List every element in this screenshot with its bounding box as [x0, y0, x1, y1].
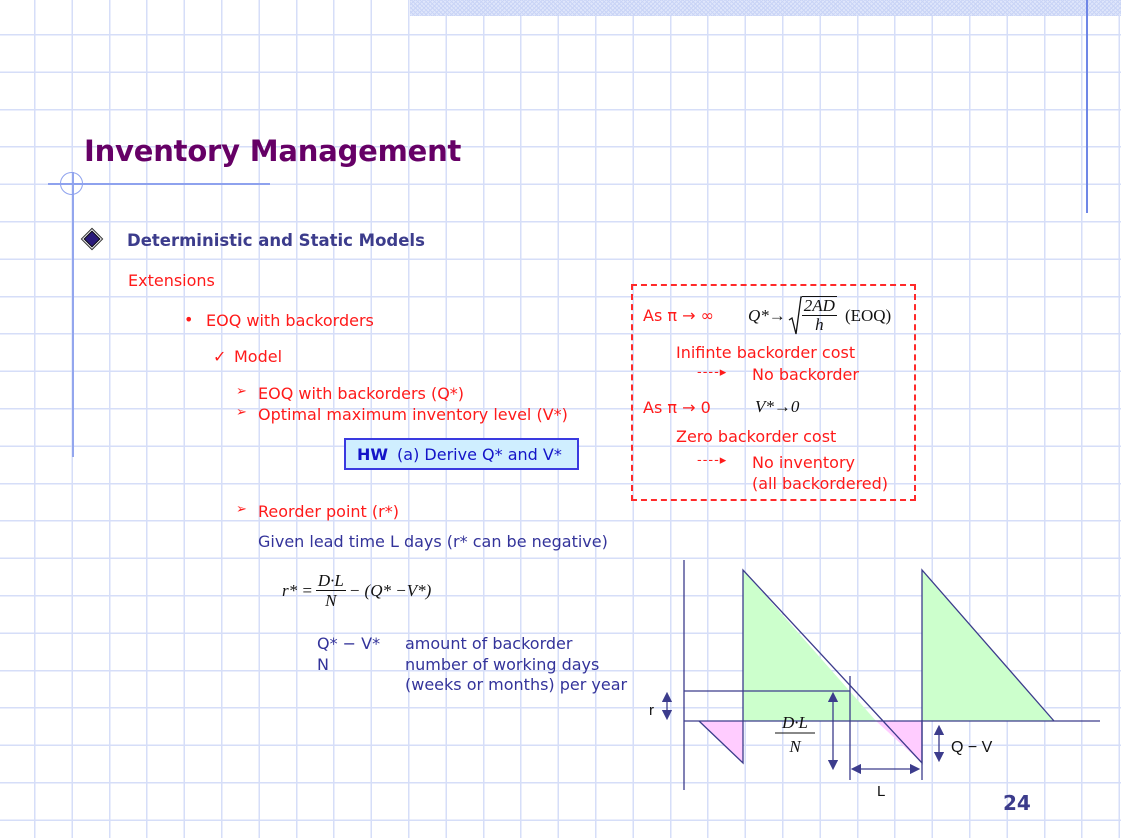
label-lead-time: L — [877, 783, 885, 800]
hw-label: HW — [357, 444, 389, 464]
v-star-limit: V*→0 — [755, 397, 800, 416]
arrow-item-v: Optimal maximum inventory level (V*) — [258, 405, 568, 424]
crosshair-circle-icon — [60, 172, 83, 195]
check-icon: ✓ — [213, 347, 227, 366]
title-underline — [48, 183, 270, 185]
left-accent-line — [72, 172, 74, 457]
reorder-heading: Reorder point (r*) — [258, 502, 399, 521]
arrow-item-q: EOQ with backorders (Q*) — [258, 384, 465, 403]
page-number: 24 — [1003, 791, 1031, 815]
case1-result: No backorder — [752, 365, 859, 384]
inventory-sawtooth-diagram: r D·L N Q − V L — [649, 560, 1100, 800]
section-heading: Deterministic and Static Models — [127, 231, 425, 250]
dot-bullet-icon: • — [184, 310, 194, 329]
def-term: Q* − V* — [317, 634, 381, 653]
case1-explain: Inifinte backorder cost — [676, 343, 856, 362]
label-q-minus-v: Q − V — [951, 739, 993, 756]
arrow-bullet-icon: ➢ — [236, 405, 247, 420]
dashed-arrow-icon: ----▸ — [697, 453, 728, 468]
eoq-suffix: (EOQ) — [844, 306, 892, 325]
label-r: r — [649, 702, 654, 719]
case1-label: As π → ∞ — [643, 306, 714, 325]
formula-num: D·L — [315, 571, 346, 591]
case2-result-2: (all backordered) — [752, 474, 889, 493]
def-desc: number of working days — [405, 654, 600, 674]
hw-text: (a) Derive Q* and V* — [397, 444, 562, 464]
label-dl-den: N — [788, 737, 802, 756]
case2-label: As π → 0 — [643, 398, 711, 417]
sqrt-den: h — [815, 315, 824, 334]
slide-title: Inventory Management — [84, 134, 462, 168]
formula-den: N — [325, 591, 337, 610]
arrow-bullet-icon: ➢ — [236, 384, 247, 399]
label-dl-num: D·L — [781, 713, 808, 732]
dashed-arrow-icon: ----▸ — [697, 365, 728, 380]
check-item-model: Model — [234, 347, 283, 366]
sqrt-fraction: 2AD h — [801, 296, 837, 334]
formula-rest: − (Q* −V*) — [348, 581, 432, 600]
subsection-label: Extensions — [128, 271, 215, 290]
right-accent-line — [1086, 0, 1088, 213]
case2-result-1: No inventory — [752, 453, 855, 472]
sqrt-sign-icon — [788, 296, 802, 335]
def-terms: Q* − V* N — [317, 634, 380, 675]
homework-box: HW (a) Derive Q* and V* — [344, 438, 579, 470]
sqrt-num: 2AD — [801, 296, 837, 316]
formula-fraction: D·L N — [315, 571, 346, 611]
bullet-eoq-backorders: EOQ with backorders — [206, 311, 374, 330]
def-term: N — [317, 654, 329, 674]
q-star-arrow: Q*→ — [748, 306, 786, 325]
formula-lhs: r* = — [282, 581, 313, 600]
def-descriptions: amount of backorder number of working da… — [405, 634, 627, 696]
eoq-limit-formula: Q*→ 2AD h (EOQ) — [748, 296, 891, 336]
reorder-formula: r* = D·L N − (Q* −V*) — [282, 566, 431, 616]
def-desc: amount of backorder — [405, 634, 573, 653]
limits-box — [631, 284, 916, 501]
arrow-bullet-icon: ➢ — [236, 502, 247, 517]
def-desc: (weeks or months) per year — [405, 675, 628, 694]
diamond-bullet-icon — [83, 230, 101, 248]
reorder-given: Given lead time L days (r* can be negati… — [258, 532, 608, 551]
top-hatched-band — [410, 0, 1121, 16]
case2-explain: Zero backorder cost — [676, 427, 837, 446]
